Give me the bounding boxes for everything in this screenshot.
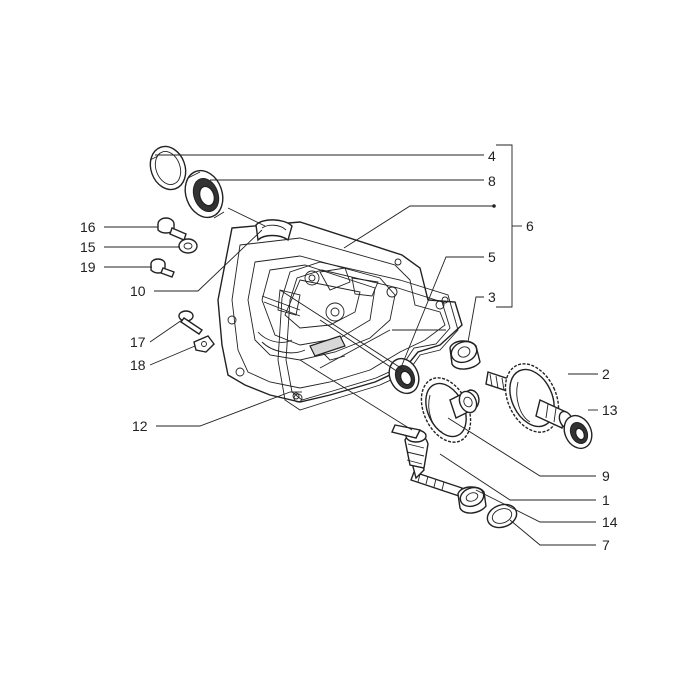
part-4-circlip bbox=[149, 145, 187, 191]
callout-9: 9 bbox=[602, 468, 610, 484]
part-2-output-shaft bbox=[485, 363, 574, 433]
callout-18: 18 bbox=[130, 357, 146, 373]
part-3-sleeve bbox=[449, 340, 481, 370]
part-7-circlip bbox=[486, 503, 518, 529]
part-15-washer bbox=[178, 238, 198, 254]
part-18-clip bbox=[193, 335, 215, 353]
part-9-gear bbox=[420, 377, 480, 443]
callout-14: 14 bbox=[602, 514, 618, 530]
callout-10: 10 bbox=[130, 283, 146, 299]
callout-6: 6 bbox=[526, 218, 534, 234]
callout-15: 15 bbox=[80, 239, 96, 255]
part-14-seal bbox=[457, 486, 487, 514]
callout-4: 4 bbox=[488, 148, 496, 164]
callout-1: 1 bbox=[602, 492, 610, 508]
callout-13: 13 bbox=[602, 402, 618, 418]
callout-8: 8 bbox=[488, 173, 496, 189]
leader-lines bbox=[104, 144, 598, 546]
part-5-bearing bbox=[388, 357, 420, 395]
part-10-sleeve bbox=[255, 219, 293, 242]
part-1-input-shaft bbox=[391, 424, 463, 497]
part-8-bearing bbox=[184, 169, 225, 219]
callout-12: 12 bbox=[132, 418, 148, 434]
callout-2: 2 bbox=[602, 366, 610, 382]
callout-19: 19 bbox=[80, 259, 96, 275]
callout-labels: 4 8 6 16 15 19 10 5 3 17 18 2 13 12 9 1 … bbox=[80, 148, 618, 553]
callout-16: 16 bbox=[80, 219, 96, 235]
part-17-bolt bbox=[178, 310, 204, 335]
part-13-bearing bbox=[563, 414, 593, 450]
cover-gasket bbox=[277, 261, 459, 411]
callout-3: 3 bbox=[488, 289, 496, 305]
callout-17: 17 bbox=[130, 334, 146, 350]
part-16-screw bbox=[157, 217, 187, 241]
callout-5: 5 bbox=[488, 249, 496, 265]
callout-7: 7 bbox=[602, 537, 610, 553]
part-19-screw bbox=[150, 258, 175, 278]
transmission-cover-housing bbox=[217, 221, 463, 403]
